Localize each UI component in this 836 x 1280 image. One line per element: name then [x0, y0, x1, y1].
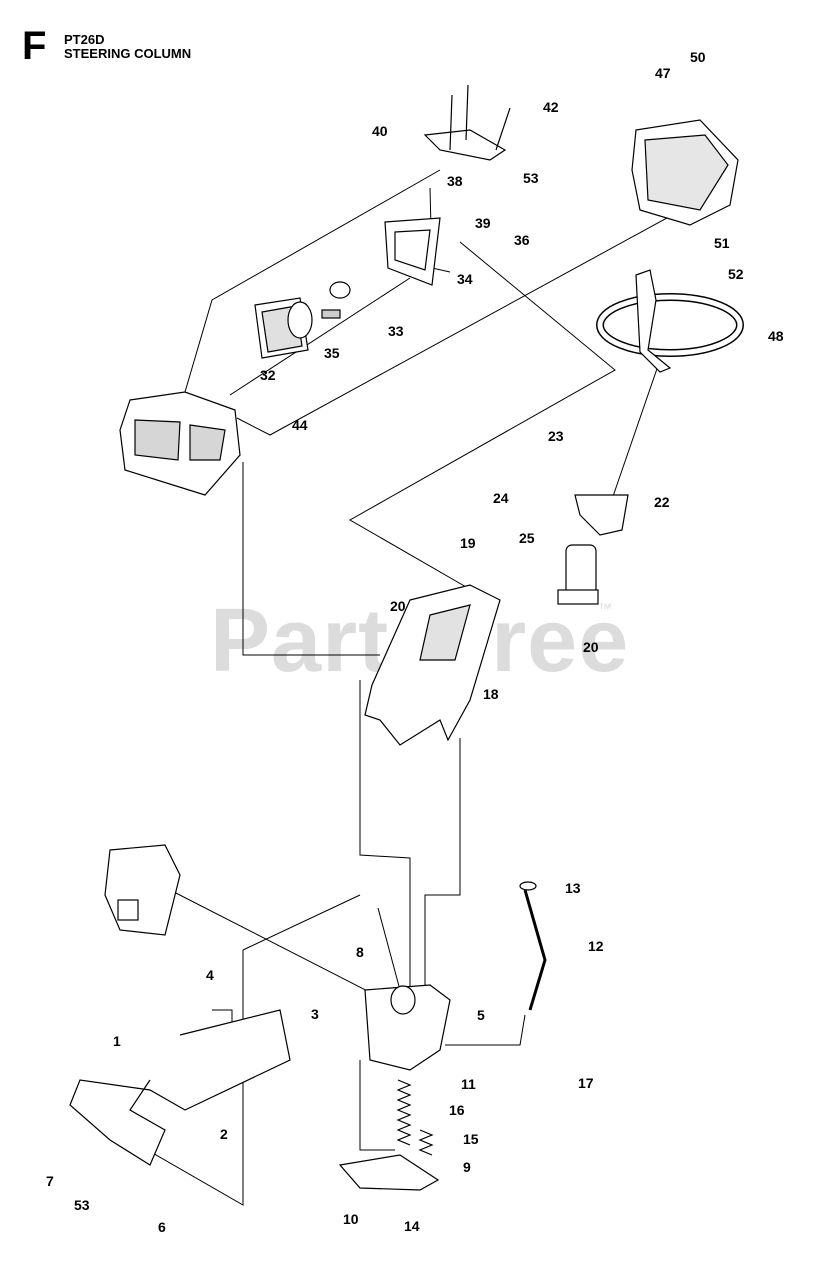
part-22-motor: [565, 544, 597, 596]
part-5-bracket: [364, 984, 451, 1071]
callout: 53: [74, 1197, 90, 1213]
callout: 33: [388, 323, 404, 339]
bracket-window: [394, 229, 431, 271]
callout: 15: [463, 1131, 479, 1147]
callout: 17: [578, 1075, 594, 1091]
callout: 3: [311, 1006, 319, 1022]
part-13-knob: [519, 881, 537, 891]
callout: 47: [655, 65, 671, 81]
callout: 20: [583, 639, 599, 655]
callout: 5: [477, 1007, 485, 1023]
leader-line: [169, 889, 386, 1001]
callout: 25: [519, 530, 535, 546]
part-46-cover: [104, 844, 181, 936]
callout: 8: [356, 944, 364, 960]
callout: 35: [324, 345, 340, 361]
callout: 14: [404, 1218, 420, 1234]
callout: 38: [447, 173, 463, 189]
leader-line: [229, 277, 411, 396]
motor-base: [557, 589, 599, 605]
screw-40: [495, 107, 511, 151]
callout: 6: [158, 1219, 166, 1235]
headlamp-housing: [287, 301, 313, 339]
callout: 48: [768, 328, 784, 344]
leader-line: [242, 894, 361, 951]
spinner-knob: [635, 269, 672, 373]
leader-line: [377, 907, 401, 991]
pivot-disc: [390, 985, 416, 1015]
callout: 40: [372, 123, 388, 139]
callout: 4: [206, 967, 214, 983]
callout: 53: [523, 170, 539, 186]
callout: 2: [220, 1126, 228, 1142]
screw: [465, 84, 469, 141]
callout: 11: [461, 1076, 476, 1092]
callout: 13: [565, 880, 581, 896]
part-39-bracket: [423, 129, 507, 161]
callout: 7: [46, 1173, 54, 1189]
callout: 20: [390, 598, 406, 614]
callout: 9: [463, 1159, 471, 1175]
part-41-front-panel: [119, 391, 241, 496]
leader-line: [359, 1060, 395, 1151]
callout: 50: [690, 49, 706, 65]
screw: [449, 94, 453, 151]
callout: 10: [343, 1211, 359, 1227]
callout: 22: [654, 494, 670, 510]
part-33-bulb: [329, 281, 351, 299]
logo-plate: [117, 899, 139, 921]
callout: 12: [588, 938, 604, 954]
front-panel-opening: [189, 424, 226, 461]
front-panel-opening: [134, 419, 181, 461]
part-35-holder: [321, 309, 341, 319]
model-number: PT26D: [64, 32, 105, 47]
part-19-column-housing: [364, 584, 501, 746]
callout: 24: [493, 490, 509, 506]
leader-line: [445, 1014, 526, 1046]
callout: 18: [483, 686, 499, 702]
part-9-plate: [338, 1154, 440, 1191]
callout: 19: [460, 535, 476, 551]
page-title: STEERING COLUMN: [64, 46, 192, 61]
callout: 16: [449, 1102, 465, 1118]
leader-line: [184, 169, 441, 393]
part-12-shaft: [523, 889, 547, 1011]
callout: 51: [714, 235, 730, 251]
leader-line: [359, 680, 411, 990]
callout: 52: [728, 266, 744, 282]
leader-line: [609, 359, 661, 506]
dash-inner: [644, 134, 729, 211]
callout: 1: [113, 1033, 121, 1049]
callout: 39: [475, 215, 491, 231]
leader-line: [348, 241, 616, 596]
part-23-bracket: [574, 494, 629, 536]
leader-line: [242, 462, 380, 656]
callout: 32: [260, 367, 276, 383]
callout: 44: [292, 417, 308, 433]
leader-line: [236, 189, 719, 436]
callout: 23: [548, 428, 564, 444]
callout: 34: [457, 271, 473, 287]
leader-line: [424, 738, 461, 1000]
callout: 36: [514, 232, 530, 248]
part-15-spring: [418, 1129, 434, 1156]
part-1-pipe: [69, 1009, 291, 1166]
housing-panel: [419, 604, 471, 661]
watermark-tm: ™: [598, 600, 612, 616]
section-letter: F: [22, 24, 47, 68]
part-16-spring: [396, 1079, 412, 1146]
callout: 42: [543, 99, 559, 115]
wheel-rim-highlight: [597, 294, 743, 356]
